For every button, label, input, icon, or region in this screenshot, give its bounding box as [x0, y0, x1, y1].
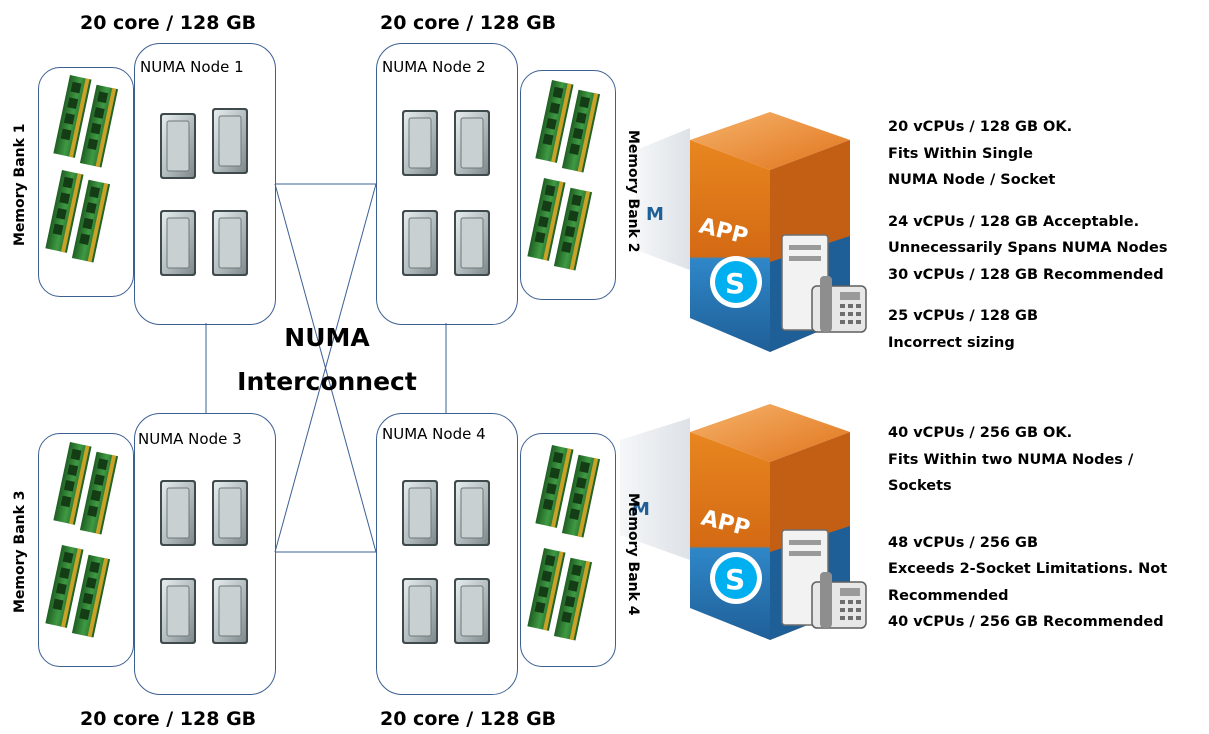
numa-node-4-title: NUMA Node 4	[382, 425, 486, 443]
ram-modules-bank1	[44, 75, 119, 263]
memory-bank-3-label: Memory Bank 3	[12, 490, 28, 613]
core-label-node2: 20 core / 128 GB	[380, 12, 557, 34]
vm-app-box-top: APP S M	[636, 112, 867, 352]
vm-fragment: M	[632, 499, 650, 520]
svg-text:S: S	[725, 267, 745, 300]
note-line: NUMA Node / Socket	[888, 172, 1056, 188]
cpu-group-node2	[401, 109, 491, 277]
cpu-group-node3	[159, 479, 249, 645]
numa-node-1-title: NUMA Node 1	[140, 58, 244, 76]
note-line: 48 vCPUs / 256 GB	[888, 534, 1039, 551]
vm-fragment: M	[646, 204, 664, 225]
note-line: 25 vCPUs / 128 GB	[888, 308, 1039, 324]
note-spacer	[888, 194, 1167, 209]
memory-bank-1-label: Memory Bank 1	[12, 123, 28, 246]
notes-top: 20 vCPUs / 128 GB OK. Fits Within Single…	[888, 114, 1167, 356]
numa-node-1-box	[134, 43, 276, 325]
ram-modules-bank2	[526, 80, 601, 271]
numa-node-4-box	[376, 413, 518, 695]
note-spacer	[888, 500, 1167, 530]
interconnect-line2: Interconnect	[237, 367, 417, 396]
cpu-group-node1	[159, 107, 249, 277]
memory-bank-4-label: Memory Bank 4	[625, 493, 641, 616]
interconnect-line1: NUMA	[284, 323, 370, 352]
note-line: Unnecessarily Spans NUMA Nodes	[888, 240, 1168, 256]
ram-modules-bank3	[44, 442, 119, 638]
numa-node-2-box	[376, 43, 518, 325]
note-line: 30 vCPUs / 128 GB Recommended	[888, 266, 1164, 283]
note-line: Exceeds 2-Socket Limitations. Not	[888, 561, 1168, 577]
note-line: 40 vCPUs / 256 GB OK.	[888, 425, 1073, 441]
ram-modules-bank4	[526, 445, 601, 641]
note-line: Sockets	[888, 478, 952, 494]
interconnect-lines	[205, 183, 447, 553]
note-line: Recommended	[888, 587, 1009, 604]
core-label-node3: 20 core / 128 GB	[80, 708, 257, 730]
note-line: Fits Within Single	[888, 145, 1033, 162]
note-spacer	[888, 288, 1167, 303]
vm-app-box-bottom: APP S M	[620, 404, 867, 640]
numa-interconnect-label: NUMA Interconnect	[222, 316, 432, 404]
note-line: 24 vCPUs / 128 GB Acceptable.	[888, 213, 1140, 230]
numa-node-3-title: NUMA Node 3	[138, 430, 242, 448]
cpu-group-node4	[401, 479, 491, 645]
numa-node-2-title: NUMA Node 2	[382, 58, 486, 76]
svg-text:S: S	[725, 563, 745, 596]
note-line: 40 vCPUs / 256 GB Recommended	[888, 614, 1164, 630]
note-line: Incorrect sizing	[888, 334, 1015, 351]
note-line: 20 vCPUs / 128 GB OK.	[888, 119, 1073, 135]
notes-bottom: 40 vCPUs / 256 GB OK. Fits Within two NU…	[888, 420, 1167, 636]
core-label-node4: 20 core / 128 GB	[380, 708, 557, 730]
numa-node-3-box	[134, 413, 276, 695]
note-line: Fits Within two NUMA Nodes /	[888, 451, 1134, 468]
core-label-node1: 20 core / 128 GB	[80, 12, 257, 34]
memory-bank-2-label: Memory Bank 2	[625, 130, 641, 253]
